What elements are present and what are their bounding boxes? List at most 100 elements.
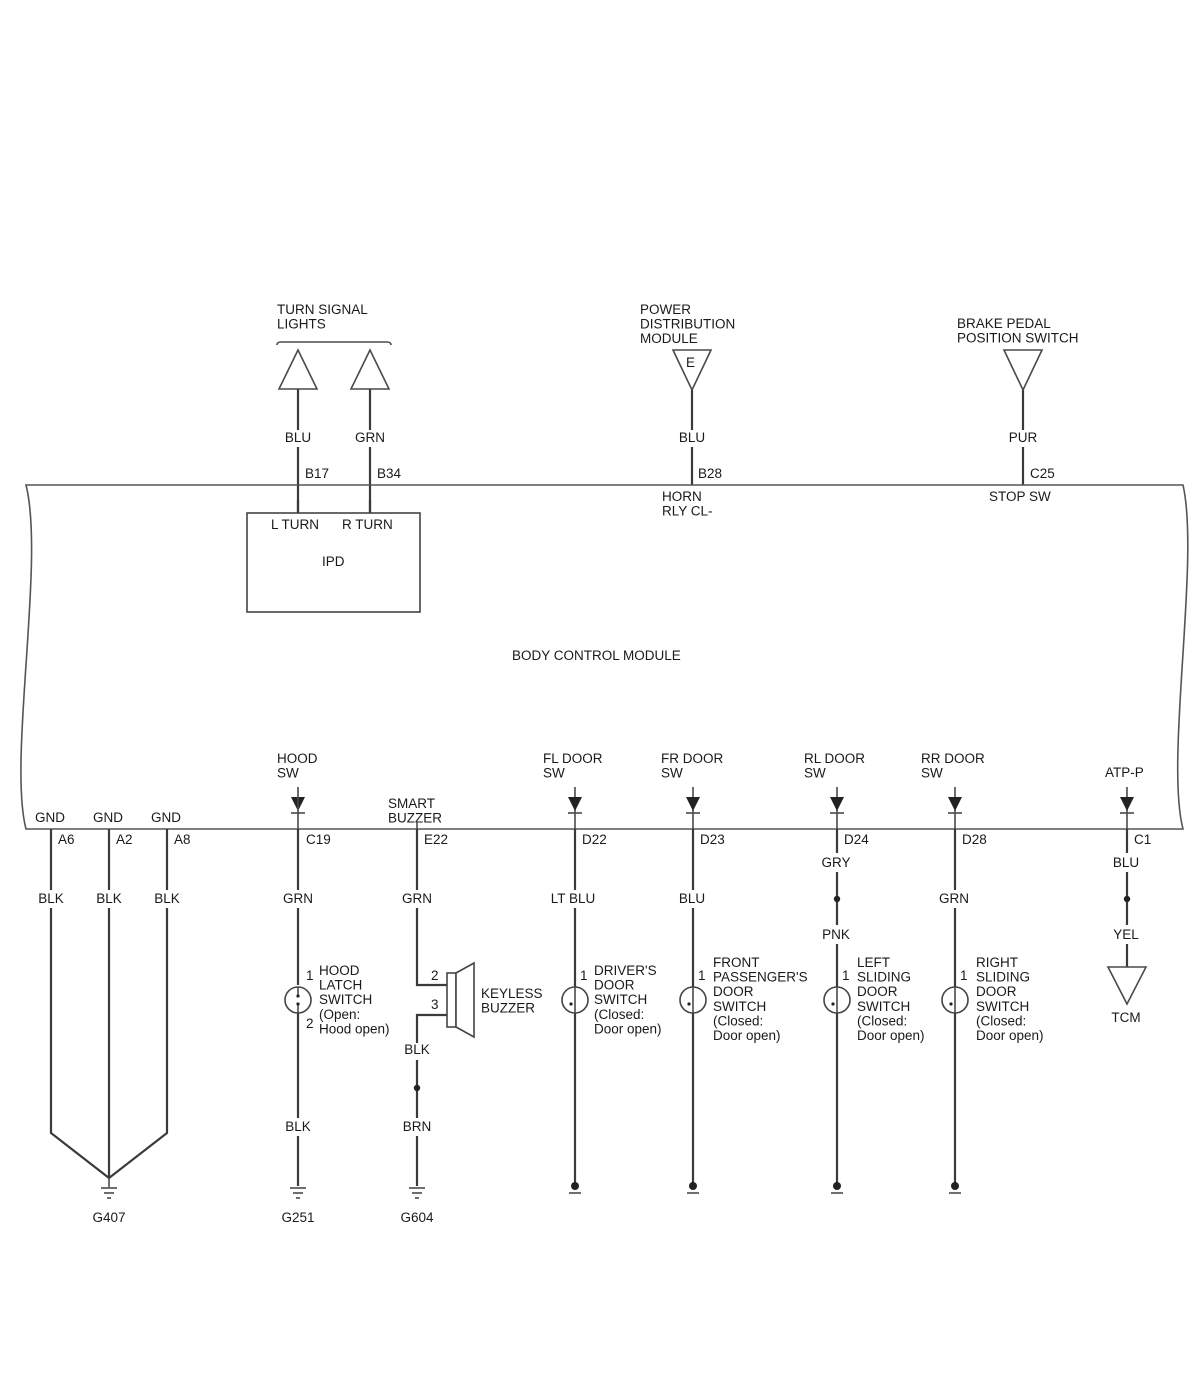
wire-color-b17: BLU	[285, 430, 311, 445]
ground-g407-symbol	[101, 1178, 117, 1199]
wire-color-d28: GRN	[939, 891, 969, 906]
fr-body-ground-dot	[689, 1182, 697, 1190]
stop-sw-label: STOP SW	[989, 489, 1051, 504]
wire-buzzer-pin2	[415, 908, 447, 987]
gnd-label-a2: GND	[93, 810, 123, 825]
wire-color-d24-pnk: PNK	[822, 927, 850, 942]
pdm-terminal-arrow	[671, 349, 713, 392]
keyless-buzzer-symbol	[446, 961, 475, 1039]
pin-e22: E22	[424, 832, 448, 847]
hood-switch-pin2: 2	[306, 1016, 314, 1031]
ground-g251-label: G251	[281, 1210, 314, 1225]
wire-color-a8: BLK	[154, 891, 180, 906]
pin-a2: A2	[116, 832, 133, 847]
gnd-label-a8: GND	[151, 810, 181, 825]
wire-color-a6: BLK	[38, 891, 64, 906]
ground-g251-symbol	[290, 1187, 306, 1199]
wire-color-e22: GRN	[402, 891, 432, 906]
hood-switch-pin1: 1	[306, 968, 314, 983]
pin-a8: A8	[174, 832, 191, 847]
rl-body-ground-dot	[833, 1182, 841, 1190]
left-sliding-door-switch-symbol	[823, 986, 851, 1014]
ipd-title: IPD	[322, 554, 345, 569]
fr-sw-diode	[686, 797, 700, 811]
gnd-label-a6: GND	[35, 810, 65, 825]
rl-switch-pin1: 1	[842, 968, 850, 983]
pin-b34: B34	[377, 466, 402, 481]
wire-color-a2: BLK	[96, 891, 122, 906]
atp-splice	[1123, 895, 1131, 903]
front-passenger-door-switch-symbol	[679, 986, 707, 1014]
ipd-l-turn: L TURN	[271, 517, 319, 532]
wire-color-d24-gry: GRY	[821, 855, 850, 870]
module-title: BODY CONTROL MODULE	[512, 648, 681, 663]
ground-g407-label: G407	[92, 1210, 125, 1225]
drivers-door-switch-symbol	[561, 986, 589, 1014]
wire-color-c25: PUR	[1009, 430, 1038, 445]
fl-switch-pin1: 1	[580, 968, 588, 983]
buzzer-pin3: 3	[431, 997, 439, 1012]
turn-signal-left-arrow	[277, 348, 319, 390]
pin-c1: C1	[1134, 832, 1151, 847]
body-control-module-outline	[20, 484, 1189, 830]
right-sliding-door-switch-symbol	[941, 986, 969, 1014]
ground-g604-label: G604	[400, 1210, 434, 1225]
hood-latch-switch-symbol	[284, 986, 312, 1014]
rr-sw-diode	[948, 797, 962, 811]
wire-color-b28: BLU	[679, 430, 705, 445]
pin-c25: C25	[1030, 466, 1055, 481]
pin-b17: B17	[305, 466, 329, 481]
wire-a8-lower	[108, 908, 169, 1179]
buzzer-pin2: 2	[431, 968, 439, 983]
rr-body-ground-dot	[951, 1182, 959, 1190]
wire-color-d22: LT BLU	[551, 891, 596, 906]
pin-d23: D23	[700, 832, 725, 847]
turn-signal-right-arrow	[349, 348, 391, 390]
pin-a6: A6	[58, 832, 75, 847]
buzzer-splice	[413, 1084, 421, 1092]
wire-color-c1-yel: YEL	[1113, 927, 1139, 942]
wire-color-buzzer-blk: BLK	[404, 1042, 430, 1057]
rl-sw-diode	[830, 797, 844, 811]
pin-d28: D28	[962, 832, 987, 847]
wire-color-d23: BLU	[679, 891, 705, 906]
ipd-r-turn: R TURN	[342, 517, 393, 532]
fl-sw-diode	[568, 797, 582, 811]
wire-buzzer-pin3	[415, 1013, 447, 1043]
ground-g604-symbol	[409, 1187, 425, 1199]
brake-switch-arrow	[1002, 349, 1044, 392]
pdm-terminal-letter: E	[686, 355, 695, 370]
pin-d22: D22	[582, 832, 607, 847]
wire-color-hood-ground: BLK	[285, 1119, 311, 1134]
wire-color-buzzer-brn: BRN	[403, 1119, 432, 1134]
rl-splice	[833, 895, 841, 903]
tcm-label: TCM	[1111, 1010, 1140, 1025]
turn-signal-bracket	[276, 341, 392, 346]
wire-a6-lower	[49, 908, 110, 1179]
fr-switch-pin1: 1	[698, 968, 706, 983]
wire-color-b34: GRN	[355, 430, 385, 445]
wire-color-c19: GRN	[283, 891, 313, 906]
fl-body-ground-dot	[571, 1182, 579, 1190]
atp-p-label: ATP-P	[1105, 765, 1144, 780]
pin-d24: D24	[844, 832, 869, 847]
wire-color-c1-blu: BLU	[1113, 855, 1139, 870]
rr-switch-pin1: 1	[960, 968, 968, 983]
atp-diode	[1120, 797, 1134, 811]
